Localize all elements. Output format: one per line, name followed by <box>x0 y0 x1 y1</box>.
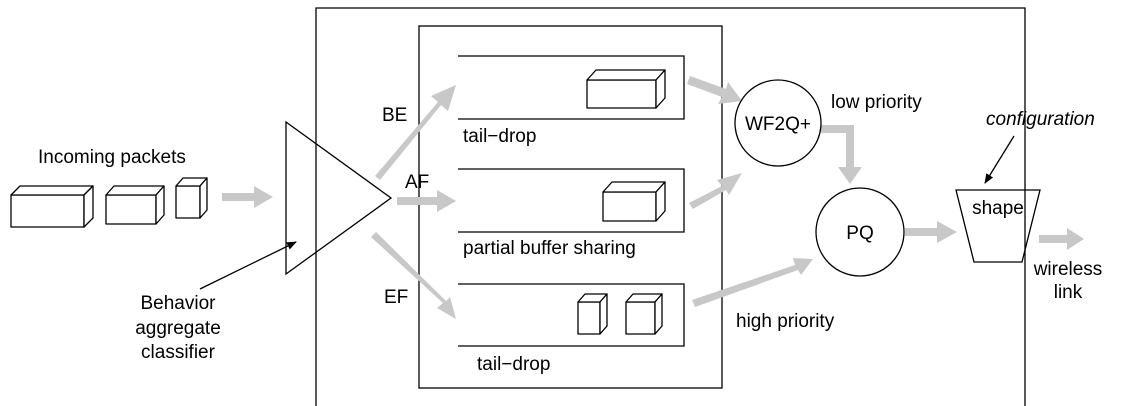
high-priority-label: high priority <box>736 311 835 332</box>
af-packet-icon <box>602 181 666 222</box>
configuration-label: configuration <box>986 109 1095 130</box>
incoming-packets-label: Incoming packets <box>38 147 186 168</box>
ef-class-label: EF <box>384 287 408 308</box>
classifier-label-line2: aggregate <box>135 318 221 339</box>
pq-label: PQ <box>846 223 873 244</box>
be-class-label: BE <box>382 105 407 126</box>
configuration-pointer <box>984 135 1015 184</box>
classifier-label-line3: classifier <box>141 342 216 363</box>
shape-label: shape <box>972 198 1024 219</box>
queue-container <box>418 25 723 389</box>
arrow-incoming-to-classifier <box>222 186 273 208</box>
arrow-classifier-to-be <box>375 85 456 180</box>
arrow-ef-to-pq <box>692 258 813 307</box>
arrow-be-to-wf2q <box>687 76 742 104</box>
be-policy-label: tail−drop <box>463 126 536 147</box>
shaper-trapezoid <box>955 189 1041 263</box>
ef-packet-2-icon <box>625 293 663 335</box>
wireless-label-line1: wireless <box>1033 259 1103 280</box>
arrow-classifier-to-ef <box>371 232 456 319</box>
arrow-classifier-to-af <box>397 190 456 212</box>
low-priority-label: low priority <box>831 92 922 113</box>
incoming-packet-3-icon <box>175 177 208 219</box>
classifier-triangle <box>285 120 393 276</box>
arrow-af-to-wf2q <box>689 173 742 209</box>
classifier-pointer <box>199 241 297 290</box>
arrow-shape-to-wireless <box>1039 228 1084 250</box>
arrow-pq-to-shape <box>905 221 957 243</box>
af-class-label: AF <box>405 172 429 193</box>
be-packet-icon <box>586 69 666 109</box>
queue-ef <box>458 283 685 347</box>
ef-packet-1-icon <box>577 293 608 335</box>
af-policy-label: partial buffer sharing <box>463 238 636 259</box>
classifier-label-line1: Behavior <box>141 293 217 314</box>
queue-af <box>458 168 685 233</box>
router-boundary <box>315 7 1026 406</box>
wf2q-scheduler <box>734 79 822 167</box>
arrow-low-to-pq <box>821 125 862 184</box>
incoming-packet-1-icon <box>10 185 94 228</box>
incoming-packet-2-icon <box>105 185 165 225</box>
pq-scheduler <box>815 187 905 277</box>
wf2q-label: WF2Q+ <box>745 114 811 135</box>
queue-be <box>458 55 685 120</box>
wireless-label-line2: link <box>1054 282 1083 303</box>
ef-policy-label: tail−drop <box>477 354 550 375</box>
